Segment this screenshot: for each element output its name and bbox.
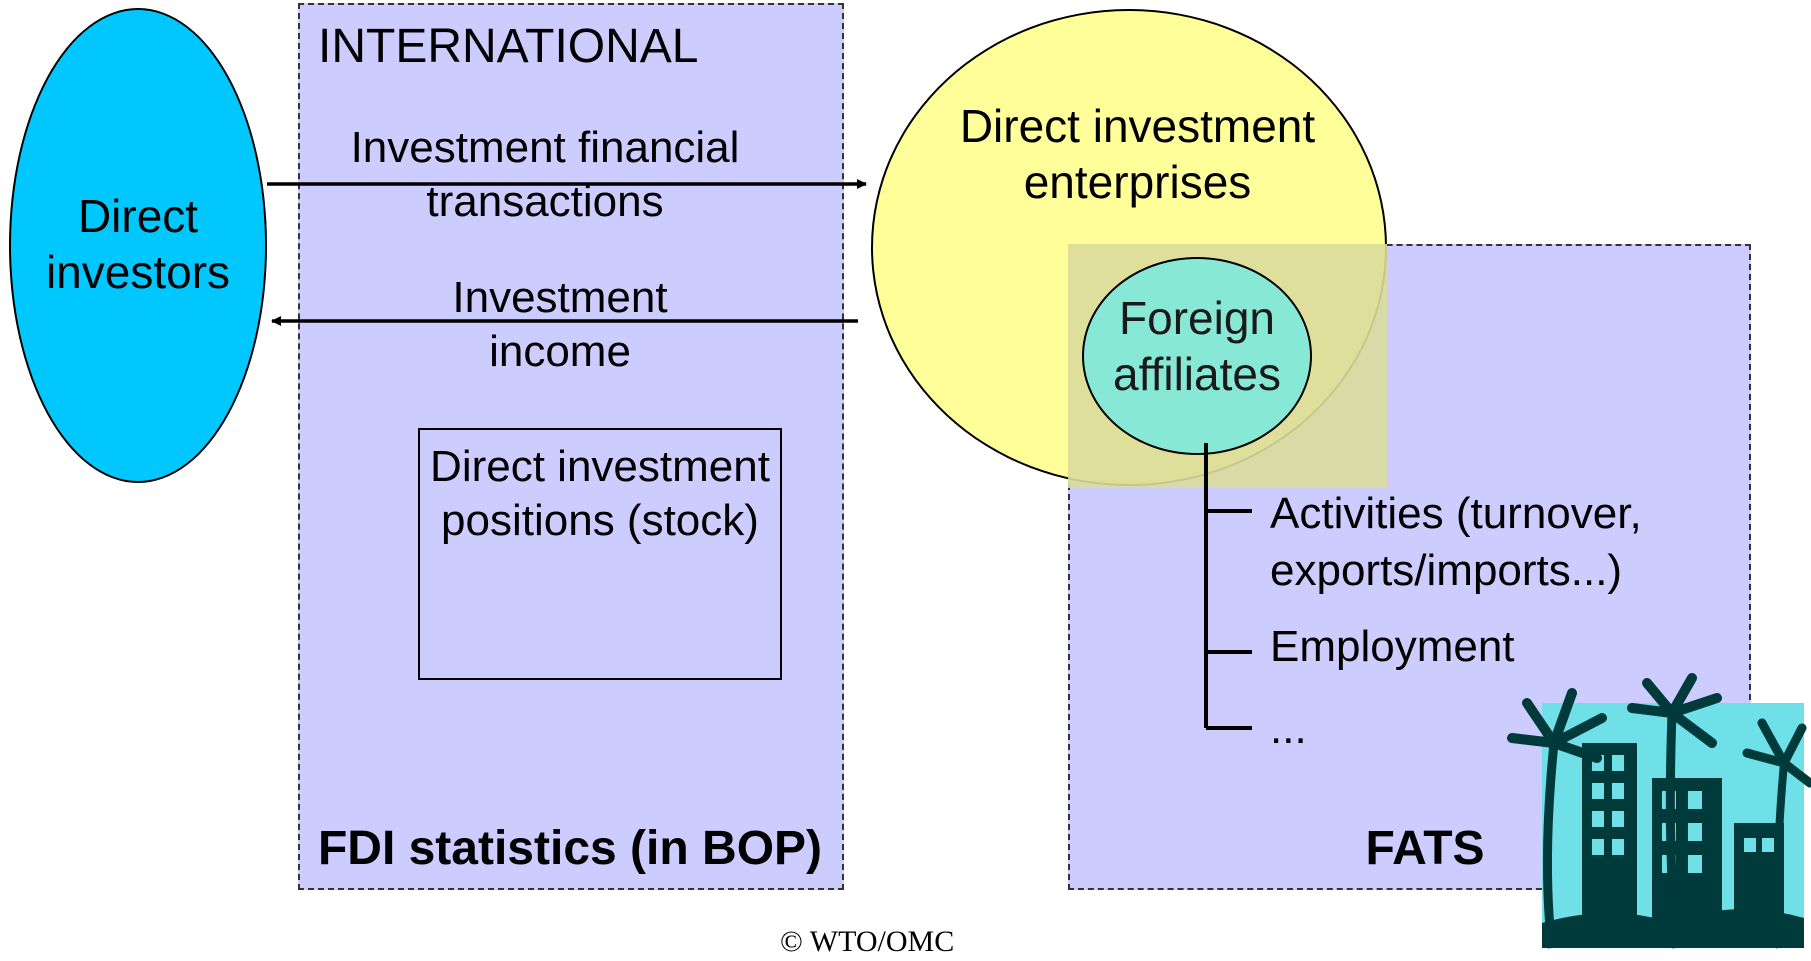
fats-branch-activities: Activities (turnover, exports/imports...… (1270, 489, 1642, 596)
international-heading: INTERNATIONAL (318, 20, 699, 73)
direct-investors-node (9, 8, 267, 483)
fats-branch-employment: Employment (1270, 622, 1515, 671)
fats-footer: FATS (1365, 822, 1485, 875)
financial-transactions-label: Investment financial transactions (350, 123, 740, 226)
positions-stock-label: Direct investment positions (stock) (430, 442, 770, 545)
foreign-affiliates-node (1082, 257, 1312, 455)
fats-branch-tree (1204, 443, 1252, 730)
foreign-affiliates-label: Foreign affiliates (1113, 292, 1281, 401)
fdi-statistics-footer: FDI statistics (in BOP) (317, 822, 823, 875)
direct-investment-enterprises-label: Direct investment enterprises (959, 100, 1316, 209)
palm-building-icon (1507, 673, 1811, 949)
fats-branch-more: ... (1270, 704, 1307, 753)
positions-stock-box (418, 428, 782, 680)
direct-investors-label: Direct investors (45, 190, 231, 299)
investment-income-label: Investment income (452, 273, 668, 376)
fdi-statistics-panel (298, 3, 844, 890)
